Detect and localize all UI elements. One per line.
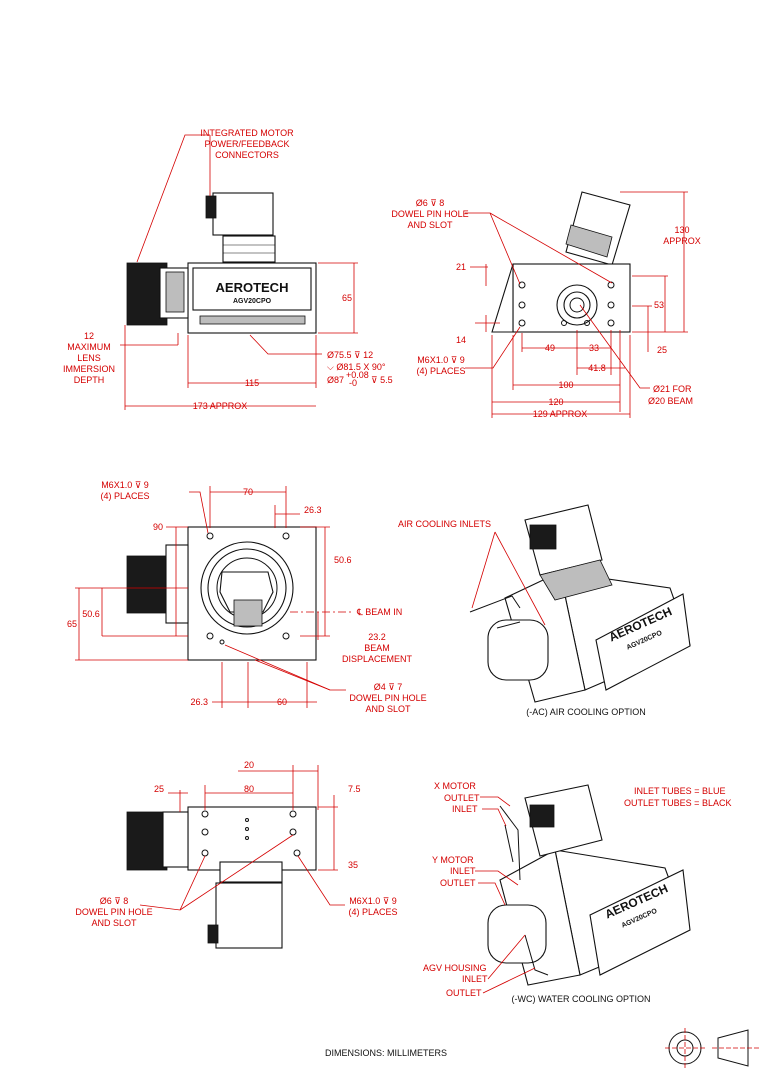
top-view: M6X1.0 ⊽ 9(4) PLACES 70 26.3 90 50.6 ℄ B… [67, 480, 427, 714]
dim-25: 25 [657, 345, 667, 355]
dim-129-approx: 129 APPROX [533, 409, 588, 419]
dim-60: 60 [277, 697, 287, 707]
callout-m6-top: M6X1.0 ⊽ 9(4) PLACES [100, 480, 149, 501]
y-motor-outlet: OUTLET [440, 878, 476, 888]
brand-logo-front: AEROTECH [216, 280, 289, 295]
dim-14: 14 [456, 335, 466, 345]
dim-50-6-right: 50.6 [334, 555, 352, 565]
dim-26-3-bottom: 26.3 [190, 697, 208, 707]
iso-air-cooling: AEROTECH AGV20CPO AIR COOLING INLETS (-A… [398, 504, 691, 717]
third-angle-projection-icon [665, 1028, 760, 1068]
dim-33: 33 [589, 343, 599, 353]
dim-21: 21 [456, 262, 466, 272]
callout-bore-tol-minus: -0 [349, 378, 357, 388]
x-motor-label: X MOTOR [434, 781, 476, 791]
beam-in-label: ℄ BEAM IN [356, 607, 402, 617]
callout-bore-81: ⌵ Ø81.5 X 90° [327, 362, 386, 372]
callout-bore-87: Ø87 [327, 375, 344, 385]
dim-173-approx: 173 APPROX [193, 401, 248, 411]
dim-49: 49 [545, 343, 555, 353]
dim-35: 35 [348, 860, 358, 870]
y-motor-label: Y MOTOR [432, 855, 474, 865]
dim-80: 80 [244, 784, 254, 794]
callout-bore-depth: ⊽ 5.5 [371, 375, 393, 385]
dim-26-3-top: 26.3 [304, 505, 322, 515]
model-label-front: AGV20CPO [233, 298, 272, 305]
callout-m6-bottom: M6X1.0 ⊽ 9(4) PLACES [348, 896, 397, 917]
x-motor-outlet: OUTLET [444, 793, 480, 803]
water-caption: (-WC) WATER COOLING OPTION [512, 994, 651, 1004]
dim-20: 20 [244, 760, 254, 770]
air-caption: (-AC) AIR COOLING OPTION [526, 707, 646, 717]
dim-7-5: 7.5 [348, 784, 361, 794]
dim-height-65: 65 [342, 293, 352, 303]
dim-120: 120 [548, 397, 563, 407]
callout-bore-75: Ø75.5 ⊽ 12 [327, 350, 373, 360]
dim-90: 90 [153, 522, 163, 532]
units-note: DIMENSIONS: MILLIMETERS [325, 1048, 447, 1058]
dim-100: 100 [558, 380, 573, 390]
dim-70: 70 [243, 487, 253, 497]
callout-bore-tol-plus: +0.08 [346, 370, 369, 380]
dim-53: 53 [654, 300, 664, 310]
dim-65-top: 65 [67, 619, 77, 629]
agv-housing-outlet: OUTLET [446, 988, 482, 998]
x-motor-inlet: INLET [452, 804, 478, 814]
dim-41-8: 41.8 [588, 363, 606, 373]
dim-50-6-left: 50.6 [82, 609, 100, 619]
dim-115: 115 [245, 378, 259, 388]
dim-25-bottom: 25 [154, 784, 164, 794]
air-inlets-label: AIR COOLING INLETS [398, 519, 491, 529]
callout-m6-side: M6X1.0 ⊽ 9(4) PLACES [416, 355, 465, 376]
y-motor-inlet: INLET [450, 866, 476, 876]
